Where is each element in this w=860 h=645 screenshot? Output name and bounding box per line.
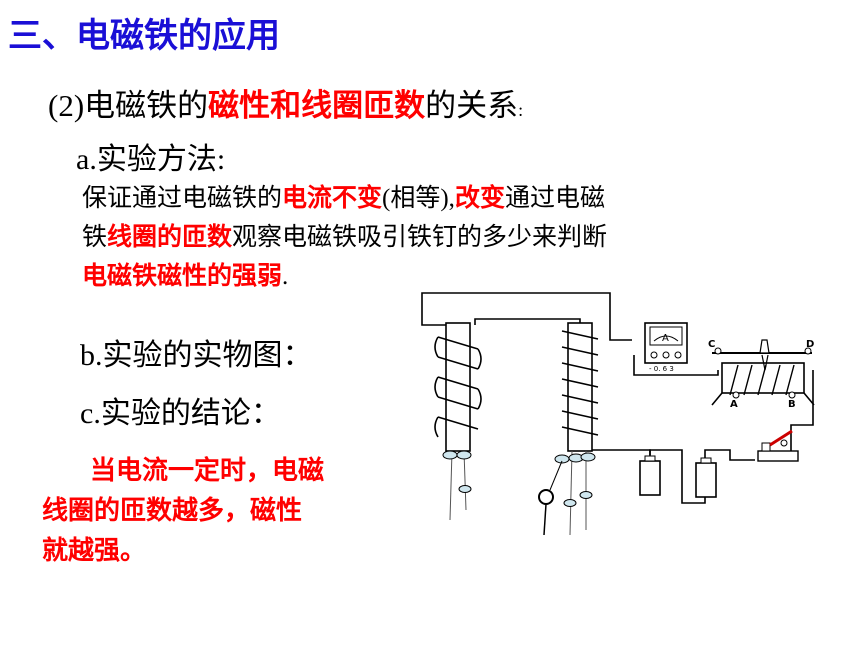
conclusion-heading: c.实验的结论：	[80, 397, 281, 430]
wire-battery-link	[649, 449, 706, 504]
ammeter: A - 0. 6 3	[644, 322, 688, 373]
conclusion-line-1: 当电流一定时，电磁	[90, 456, 325, 486]
subtitle-highlight: 磁性和线圈匝数	[208, 88, 426, 124]
right-electromagnet	[538, 322, 599, 536]
rheostat-label-c: C	[708, 339, 715, 350]
method-heading: a.实验方法:	[76, 143, 226, 176]
rheostat: C D A B	[708, 339, 815, 410]
wire-switch-battery	[704, 449, 755, 463]
method-line-2: 铁线圈的匝数观察电磁铁吸引铁钉的多少来判断	[82, 222, 608, 251]
subtitle-suffix: 的关系	[425, 88, 519, 123]
figure-heading: b.实验的实物图：	[80, 339, 313, 372]
ammeter-symbol: A	[662, 333, 669, 344]
wire-rheostat-switch	[790, 370, 814, 453]
method-line-3: 电磁铁磁性的强弱.	[82, 261, 289, 290]
ammeter-scale: - 0. 6 3	[649, 365, 674, 373]
experiment-diagram: A - 0. 6 3 C D A B	[421, 292, 815, 536]
wire-link	[474, 318, 581, 325]
slide-title: 三、电磁铁的应用	[8, 16, 280, 56]
subtitle-colon: :	[518, 100, 524, 120]
wire-coil-right	[589, 435, 651, 455]
rheostat-label-a: A	[730, 399, 738, 410]
conclusion-line-3: 就越强。	[42, 536, 147, 566]
conclusion-line-2: 线圈的匝数越多，磁性	[42, 496, 303, 526]
method-line-1: 保证通过电磁铁的电流不变(相等),改变通过电磁	[82, 183, 605, 212]
wire-ammeter-rheostat	[633, 355, 719, 376]
rheostat-label-b: B	[788, 399, 796, 410]
left-electromagnet	[434, 322, 482, 521]
battery-cells	[639, 455, 717, 498]
switch	[757, 429, 799, 462]
subtitle: (2)电磁铁的磁性和线圈匝数的关系:	[48, 80, 523, 125]
rheostat-label-d: D	[806, 339, 814, 350]
wire-top	[421, 292, 632, 341]
subtitle-prefix: (2)电磁铁的	[48, 88, 209, 123]
